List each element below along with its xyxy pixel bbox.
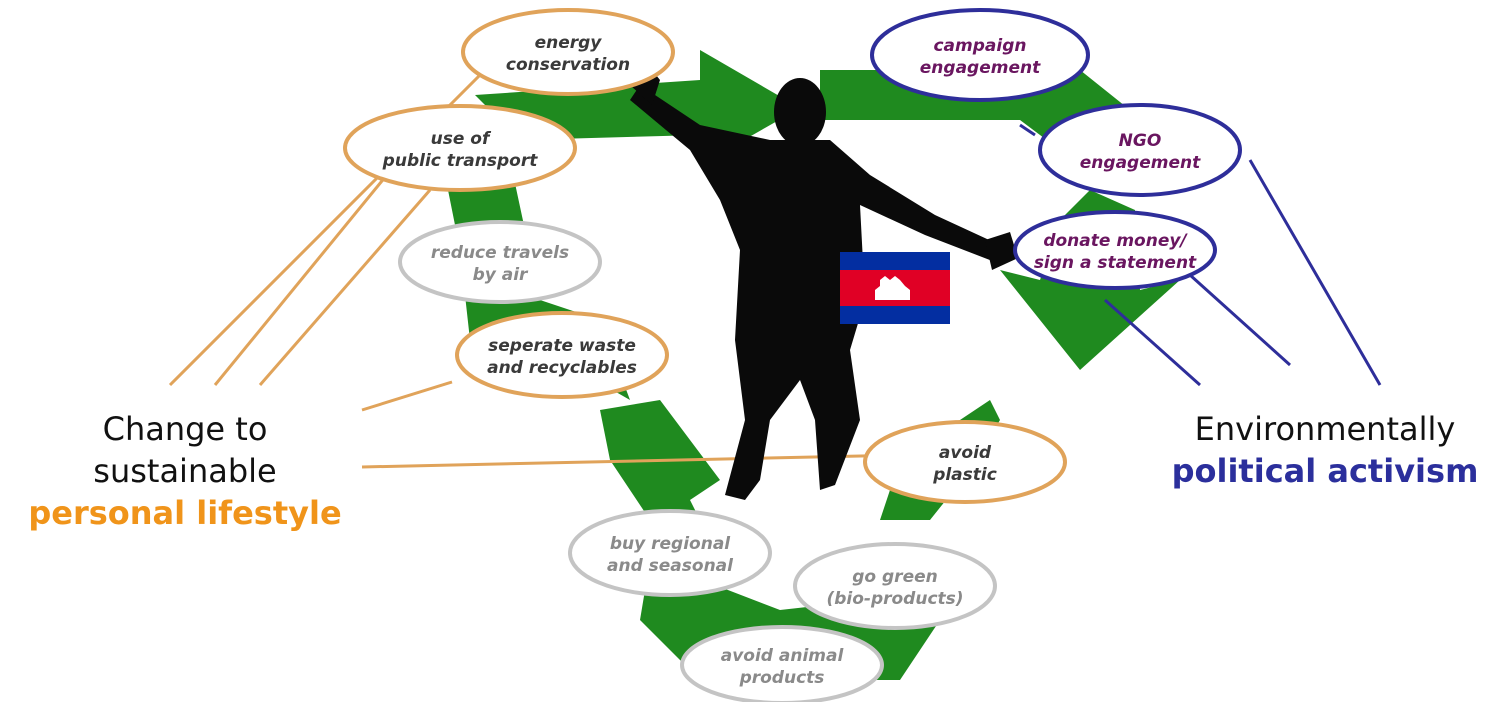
activism-item-ellipse <box>1013 210 1217 290</box>
lifestyle-caption-highlight: personal lifestyle <box>28 494 342 532</box>
lifestyle-item-ellipse <box>680 625 884 702</box>
lifestyle-item-ellipse <box>461 8 675 96</box>
lifestyle-caption-line1: Change to <box>102 410 268 448</box>
lifestyle-item-label-line1: reduce travels <box>431 243 569 263</box>
lifestyle-item-label-line1: energy <box>535 33 603 53</box>
person-silhouette-icon <box>630 65 1018 500</box>
lifestyle-item-label-line2: by air <box>473 265 529 285</box>
lifestyle-item-ellipse <box>863 420 1067 504</box>
lifestyle-caption-line2: sustainable <box>93 452 277 490</box>
lifestyle-item-label-line2: products <box>739 668 825 688</box>
activism-item-label-line1: donate money/ <box>1043 231 1188 251</box>
activism-connectors <box>1019 123 1382 387</box>
lifestyle-item-label-line1: go green <box>852 567 937 587</box>
activism-item-ellipse <box>1038 103 1242 197</box>
cambodia-flag-icon <box>840 252 950 324</box>
lifestyle-item-label-line1: use of <box>431 129 492 149</box>
activism-item-label-line1: NGO <box>1119 131 1162 151</box>
lifestyle-item-label-line1: avoid animal <box>721 646 845 666</box>
lifestyle-item-label-line1: buy regional <box>610 534 731 554</box>
activism-caption-highlight: political activism <box>1171 452 1479 490</box>
activism-item-label-line2: sign a statement <box>1034 253 1197 273</box>
lifestyle-item-ellipse <box>793 542 997 630</box>
lifestyle-item-label-line1: seperate waste <box>488 336 636 356</box>
lifestyle-item-label-line1: avoid <box>939 443 992 463</box>
activism-item-ellipse <box>870 8 1090 102</box>
activism-item-label-line1: campaign <box>933 36 1026 56</box>
lifestyle-item-label-line2: plastic <box>932 465 997 485</box>
lifestyle-item-6: go green(bio-products) <box>793 542 997 630</box>
lifestyle-item-label-line2: conservation <box>506 55 630 75</box>
activism-item-2: donate money/sign a statement <box>1013 210 1217 290</box>
lifestyle-item-label-line2: public transport <box>382 151 539 171</box>
activism-item-label-line2: engagement <box>1080 153 1201 173</box>
lifestyle-item-label-line2: and seasonal <box>607 556 734 576</box>
lifestyle-item-ellipse <box>343 104 577 192</box>
activism-caption-line1: Environmentally <box>1194 410 1456 448</box>
lifestyle-connectors <box>168 43 906 469</box>
activism-item-label-line2: engagement <box>920 58 1041 78</box>
lifestyle-item-label-line2: and recyclables <box>487 358 637 378</box>
lifestyle-item-label-line2: (bio-products) <box>826 589 963 609</box>
lifestyle-caption: Change to sustainable personal lifestyle <box>20 408 350 534</box>
lifestyle-item-ellipse <box>398 220 602 304</box>
lifestyle-item-ellipse <box>568 509 772 597</box>
activism-caption: Environmentally political activism <box>1160 408 1490 492</box>
lifestyle-item-ellipse <box>455 311 669 399</box>
